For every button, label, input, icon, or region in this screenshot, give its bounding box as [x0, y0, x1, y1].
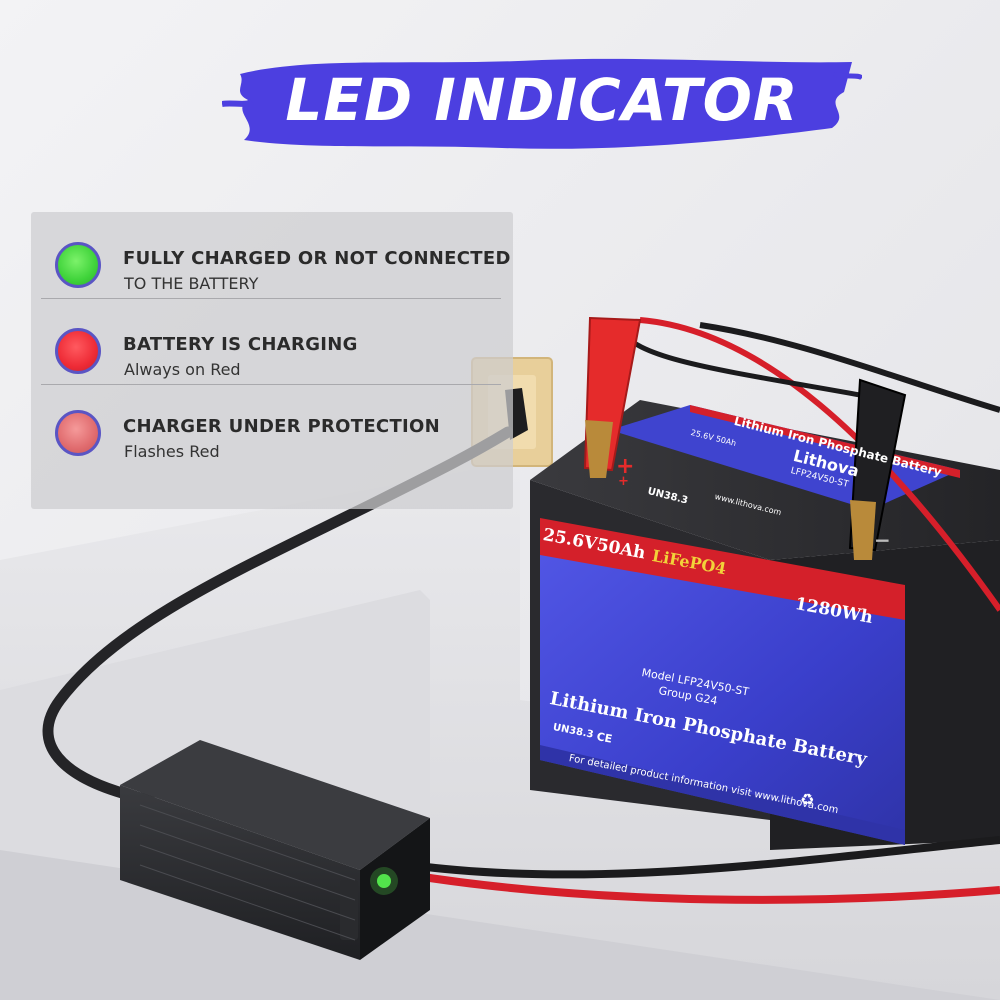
charger-front	[120, 785, 360, 960]
red-dc-cable	[409, 871, 1000, 904]
red-lead	[639, 317, 1000, 612]
legend-item-subtitle: Flashes Red	[124, 442, 220, 461]
legend-divider	[41, 384, 501, 385]
battery-terminal-mark: +	[618, 474, 629, 489]
legend-item-subtitle: TO THE BATTERY	[124, 274, 259, 293]
legend-item-title: CHARGER UNDER PROTECTION	[123, 416, 440, 437]
charger-top	[120, 740, 430, 870]
battery-minus-terminal: −	[874, 528, 891, 552]
page-title: LED INDICATOR	[285, 66, 799, 134]
legend-item-charging: BATTERY IS CHARGING Always on Red	[31, 316, 513, 398]
green-led-icon	[55, 242, 101, 288]
led-legend-panel: FULLY CHARGED OR NOT CONNECTED TO THE BA…	[31, 212, 513, 509]
black-dc-cable	[409, 836, 1000, 879]
battery-front-base	[540, 745, 905, 845]
legend-item-title: BATTERY IS CHARGING	[123, 334, 358, 355]
charger-status-led	[377, 874, 391, 888]
battery-ce-mark: CE	[595, 730, 614, 746]
battery-plus-terminal: +	[616, 454, 635, 479]
battery-front-stripe	[540, 518, 905, 620]
charger-end	[360, 818, 430, 960]
red-led-icon	[55, 328, 101, 374]
recycle-icon: ♻	[800, 790, 815, 809]
brush-stroke	[222, 58, 862, 149]
charger-fan	[340, 880, 358, 940]
legend-divider	[41, 298, 501, 299]
black-clamp-jaw	[850, 500, 876, 560]
charger-led-glow	[370, 867, 398, 895]
legend-item-title: FULLY CHARGED OR NOT CONNECTED	[123, 248, 511, 269]
red-clamp-jaw	[585, 420, 613, 478]
legend-item-fully-charged: FULLY CHARGED OR NOT CONNECTED TO THE BA…	[31, 230, 513, 312]
legend-item-subtitle: Always on Red	[124, 360, 241, 379]
pink-led-icon	[55, 410, 101, 456]
legend-item-protection: CHARGER UNDER PROTECTION Flashes Red	[31, 398, 513, 480]
title-banner: LED INDICATOR	[222, 44, 862, 164]
black-lead	[699, 322, 1000, 413]
